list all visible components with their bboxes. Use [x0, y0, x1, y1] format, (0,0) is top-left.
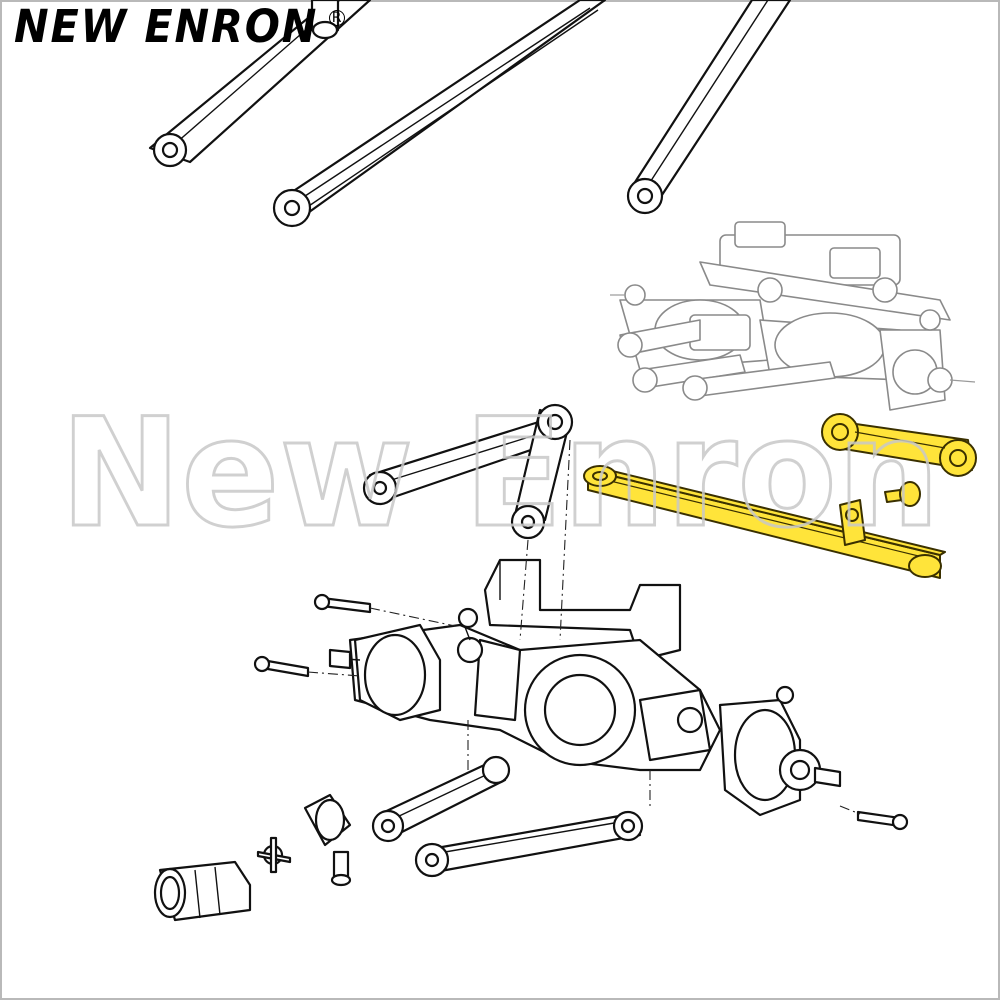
assembled-axle-preview: [610, 221, 976, 411]
upper-link-right: [626, 0, 792, 215]
brand-logo-text: NEW ENRON: [14, 0, 319, 53]
cross-pin: [256, 836, 292, 874]
brand-logo: NEW ENRON R: [14, 4, 345, 60]
screw-highlighted: [884, 481, 921, 507]
short-link-highlighted: [821, 413, 977, 477]
spline-cup: [153, 860, 252, 922]
universal-joint-yoke: [303, 793, 352, 847]
steering-arm: [510, 403, 574, 540]
registered-trademark-icon: R: [328, 10, 345, 26]
knuckle-left: [328, 623, 442, 722]
upper-link-left: [148, 0, 372, 168]
servo-mount: [483, 558, 682, 662]
knuckle-right: [718, 685, 842, 817]
steering-tie-rod-highlighted: [583, 465, 946, 579]
lower-link-long: [414, 810, 644, 878]
axle-housing: [348, 607, 722, 772]
bolts: [253, 593, 909, 831]
upper-link-middle: [272, 0, 607, 228]
dashed-assembly-lines: [307, 439, 861, 815]
set-screw: [330, 850, 352, 887]
lower-link-short: [371, 755, 511, 843]
spline-shaft-top: [310, 0, 340, 40]
